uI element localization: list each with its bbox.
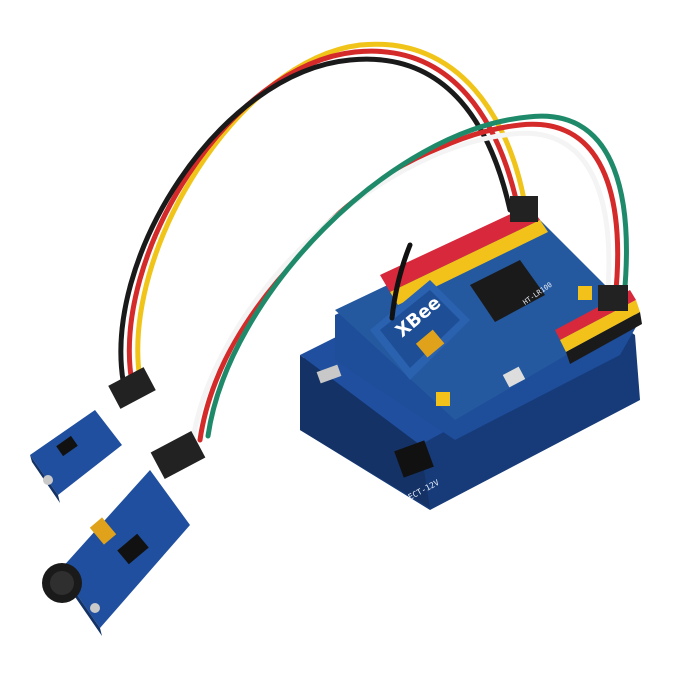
jumper-yellow — [578, 286, 592, 300]
connector-c — [510, 196, 538, 222]
power-jack — [394, 440, 434, 478]
usb-port — [316, 364, 342, 384]
antenna — [389, 242, 413, 321]
microphone-board — [42, 470, 190, 636]
connector-d — [598, 285, 628, 311]
sensor-board-small — [30, 410, 122, 503]
jumper-yellow-2 — [436, 392, 450, 406]
connector-b — [150, 430, 206, 480]
xbee-module: XBee — [370, 280, 470, 380]
reset-button — [502, 366, 526, 388]
connector-a — [108, 367, 156, 409]
cable-bundle-b — [189, 113, 629, 448]
